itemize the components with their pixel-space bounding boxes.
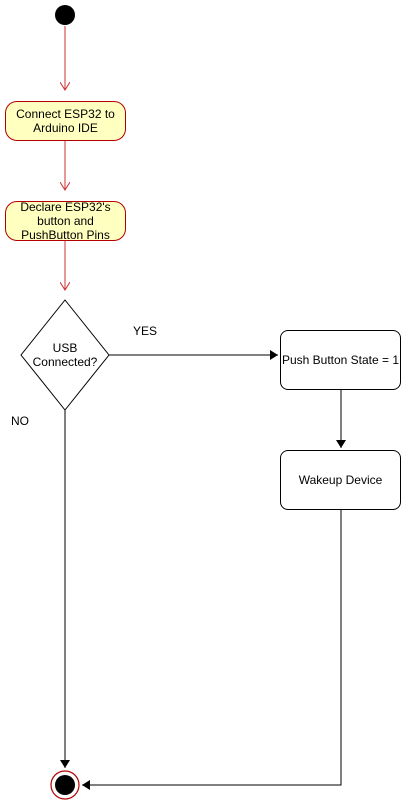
connect-esp32-node: Connect ESP32 to Arduino IDE <box>5 101 126 141</box>
declare-pins-node: Declare ESP32's button and PushButton Pi… <box>5 200 126 242</box>
decision-label: USB Connected? <box>32 341 98 369</box>
edge-wakeup-to-end <box>82 510 342 790</box>
wakeup-device-node: Wakeup Device <box>280 450 401 510</box>
end-node-core <box>55 775 75 795</box>
connect-esp32-label: Connect ESP32 to Arduino IDE <box>16 107 115 135</box>
no-label: NO <box>11 414 29 428</box>
start-node <box>55 5 75 25</box>
yes-label: YES <box>133 324 158 338</box>
push-button-state-node: Push Button State = 1 <box>280 330 401 390</box>
declare-pins-label: Declare ESP32's button and PushButton Pi… <box>20 200 111 242</box>
decision-label-box: USB Connected? <box>27 335 103 375</box>
wakeup-device-label: Wakeup Device <box>298 473 383 487</box>
push-button-state-label: Push Button State = 1 <box>281 353 400 367</box>
